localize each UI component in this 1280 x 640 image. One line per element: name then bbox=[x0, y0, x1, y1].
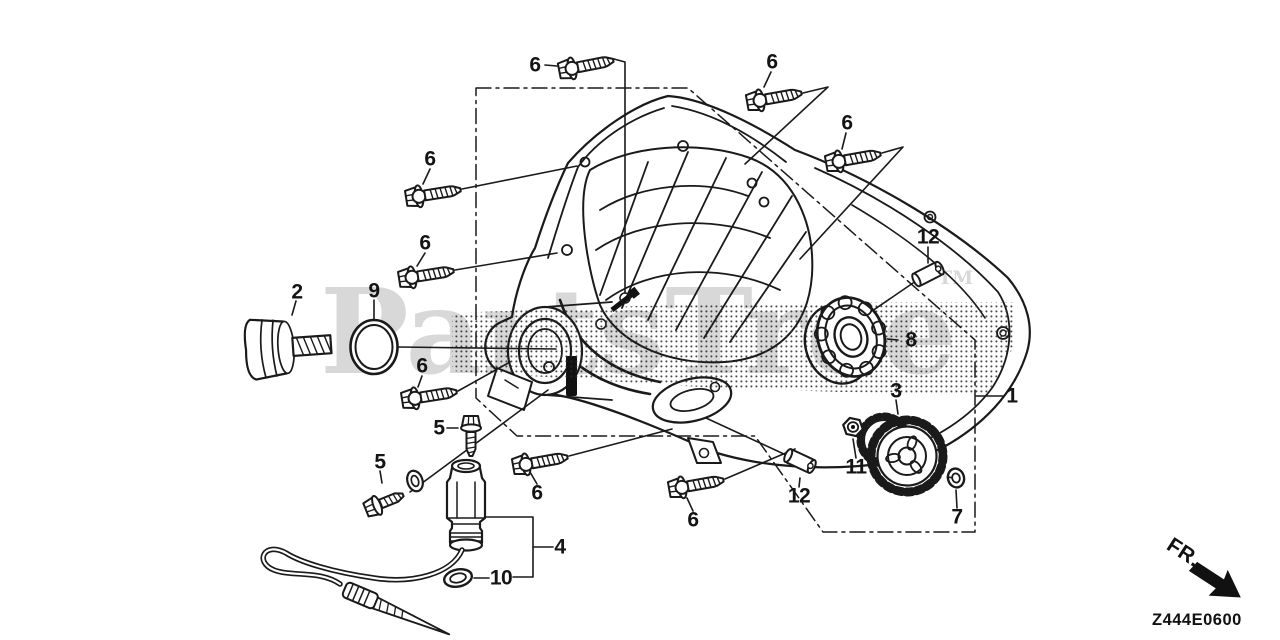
o-ring bbox=[349, 318, 399, 376]
dowel-pin-icon bbox=[781, 446, 819, 476]
oil-level-switch bbox=[260, 458, 487, 636]
part-callout-6[interactable]: 6 bbox=[416, 354, 428, 378]
part-callout-6[interactable]: 6 bbox=[531, 481, 543, 505]
part-callout-12[interactable]: 12 bbox=[916, 225, 940, 249]
gear bbox=[856, 412, 948, 497]
part-callout-11[interactable]: 11 bbox=[845, 455, 867, 479]
lock-washer bbox=[946, 467, 966, 489]
part-callout-7[interactable]: 7 bbox=[951, 505, 963, 529]
bolt-icon bbox=[403, 177, 464, 211]
watermark-trademark: TM bbox=[938, 267, 973, 289]
part-callout-12[interactable]: 12 bbox=[787, 484, 811, 508]
front-direction-arrow-icon bbox=[1188, 561, 1241, 598]
part-callout-1[interactable]: 1 bbox=[1006, 384, 1018, 408]
sealing-washer bbox=[442, 567, 474, 589]
part-callout-6[interactable]: 6 bbox=[529, 53, 541, 77]
part-callout-5[interactable]: 5 bbox=[374, 450, 386, 474]
part-callout-6[interactable]: 6 bbox=[841, 111, 853, 135]
bolt-icon bbox=[823, 142, 884, 176]
diagram-code: Z444E0600 bbox=[1152, 611, 1242, 629]
part-callout-6[interactable]: 6 bbox=[419, 231, 431, 255]
part-callout-5[interactable]: 5 bbox=[433, 416, 445, 440]
bolt-icon bbox=[556, 48, 617, 83]
part-callout-10[interactable]: 10 bbox=[489, 566, 513, 590]
part-callout-3[interactable]: 3 bbox=[890, 379, 902, 403]
part-callout-8[interactable]: 8 bbox=[905, 328, 917, 352]
exploded-parts bbox=[243, 48, 966, 636]
part-callout-4[interactable]: 4 bbox=[554, 535, 566, 559]
part-callout-9[interactable]: 9 bbox=[368, 279, 380, 303]
part-callout-6[interactable]: 6 bbox=[766, 50, 778, 74]
bolt-icon bbox=[361, 484, 408, 521]
nut bbox=[842, 416, 864, 438]
ball-bearing bbox=[803, 295, 887, 385]
bolt-icon bbox=[744, 81, 805, 115]
front-direction-indicator: FR. bbox=[1163, 533, 1241, 598]
assembly-boundary bbox=[475, 87, 976, 533]
bolt-icon bbox=[510, 445, 571, 479]
part-callout-2[interactable]: 2 bbox=[291, 280, 303, 304]
oil-filler-cap bbox=[243, 318, 333, 381]
part-callout-6[interactable]: 6 bbox=[424, 147, 436, 171]
bolt-icon bbox=[666, 468, 727, 502]
small-washer bbox=[406, 469, 424, 493]
part-callout-6[interactable]: 6 bbox=[687, 508, 699, 532]
bolt-icon bbox=[460, 415, 482, 457]
